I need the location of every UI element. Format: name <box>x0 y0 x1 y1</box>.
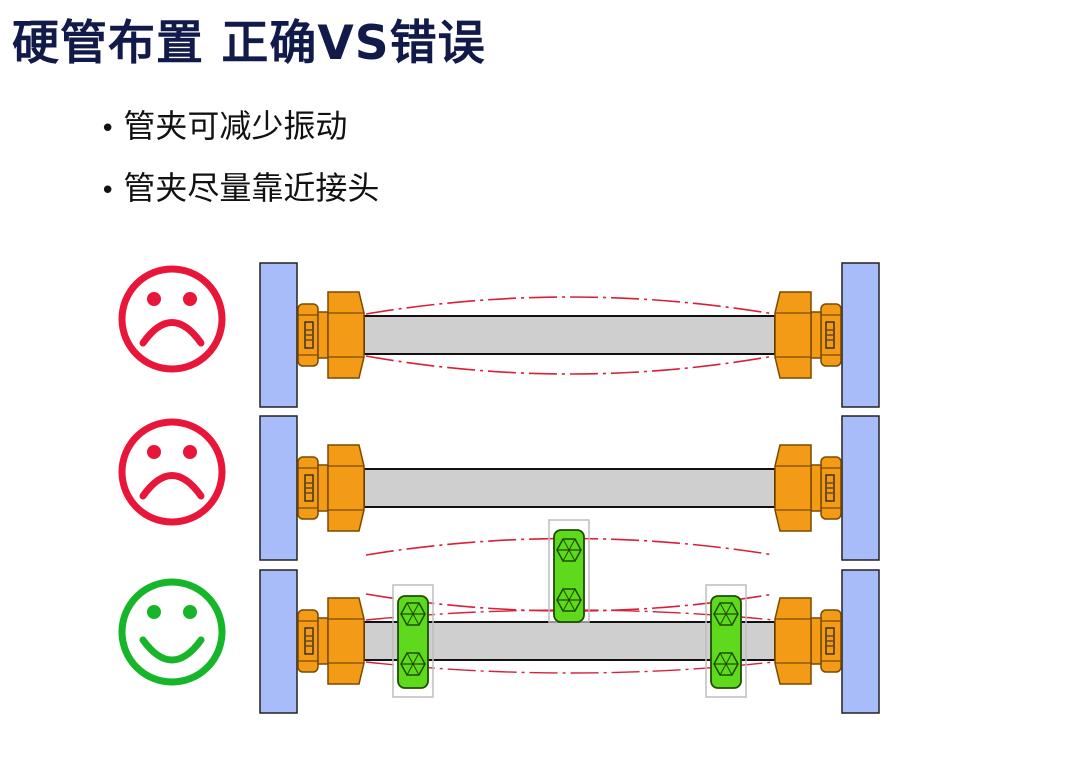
pipe-clamp <box>548 519 590 623</box>
left-bulkhead <box>259 569 298 714</box>
right-fitting <box>774 597 842 685</box>
bullet-dot-icon: • <box>100 114 116 144</box>
left-bulkhead <box>259 415 298 561</box>
tube <box>363 315 776 355</box>
left-bulkhead <box>259 262 298 408</box>
left-fitting <box>297 597 365 685</box>
sad-face-icon <box>118 418 226 526</box>
tube <box>363 468 776 508</box>
bullet-list: •管夹可减少振动 •管夹尽量靠近接头 <box>100 104 379 228</box>
sad-face-icon <box>118 265 226 373</box>
vibration-line <box>365 296 775 315</box>
pipe-clamp <box>705 584 747 698</box>
bullet-text: 管夹尽量靠近接头 <box>123 169 380 207</box>
right-fitting <box>774 444 842 532</box>
right-bulkhead <box>841 569 880 714</box>
pipe-clamp <box>392 584 434 698</box>
vibration-line <box>365 355 775 375</box>
bullet-item: •管夹尽量靠近接头 <box>100 166 379 228</box>
pipe-row-2 <box>259 415 880 561</box>
right-fitting <box>774 291 842 379</box>
pipe-row-1 <box>259 262 880 408</box>
bullet-dot-icon: • <box>100 176 116 206</box>
vibration-line <box>365 537 775 556</box>
pipe-row-3 <box>259 519 880 714</box>
right-bulkhead <box>841 262 880 408</box>
slide-title: 硬管布置 正确VS错误 <box>12 16 486 71</box>
bullet-text: 管夹可减少振动 <box>123 107 348 145</box>
happy-face-icon <box>118 578 226 686</box>
left-fitting <box>297 444 365 532</box>
right-bulkhead <box>841 415 880 561</box>
bullet-item: •管夹可减少振动 <box>100 104 379 166</box>
left-fitting <box>297 291 365 379</box>
